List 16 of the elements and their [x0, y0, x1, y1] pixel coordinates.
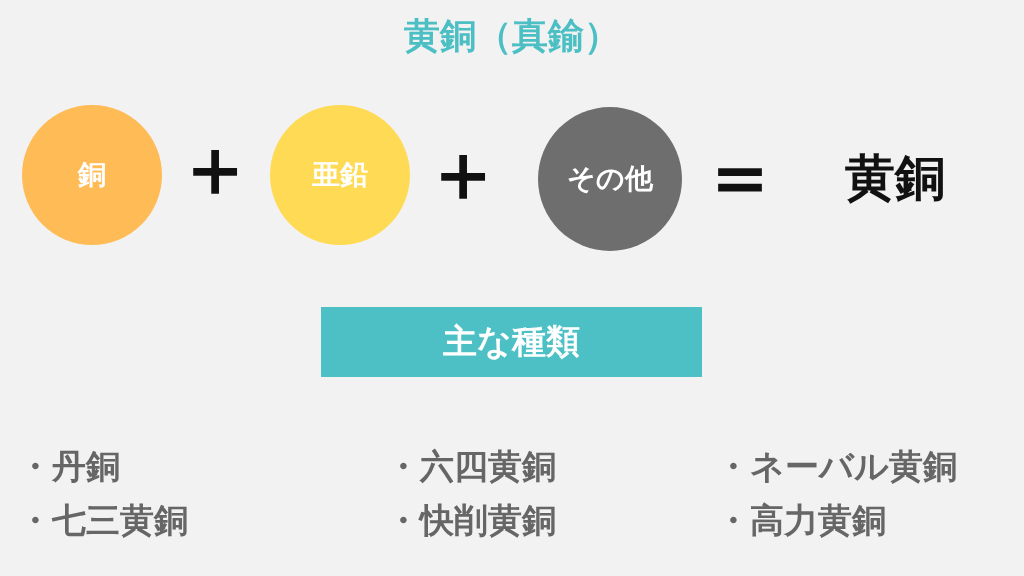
- node-label: 主な種類: [443, 320, 580, 363]
- list-item: ・六四黄銅: [386, 445, 556, 488]
- title: 黄銅（真鍮）: [403, 14, 621, 58]
- result-text: 黄銅: [845, 148, 945, 209]
- list-item: ・丹銅: [18, 445, 120, 488]
- list-item: ・ネーバル黄銅: [716, 445, 957, 488]
- plus-sign: ＋: [423, 133, 503, 213]
- list-item: ・快削黄銅: [386, 499, 556, 542]
- list-item: ・七三黄銅: [18, 499, 188, 542]
- equals-sign: ＝: [700, 136, 780, 216]
- node-label: 銅: [78, 157, 106, 193]
- plus-sign: ＋: [175, 128, 255, 208]
- node-label: 亜鉛: [312, 157, 368, 193]
- node-label: その他: [567, 161, 653, 197]
- list-item: ・高力黄銅: [716, 499, 886, 542]
- heading-band: [321, 307, 702, 377]
